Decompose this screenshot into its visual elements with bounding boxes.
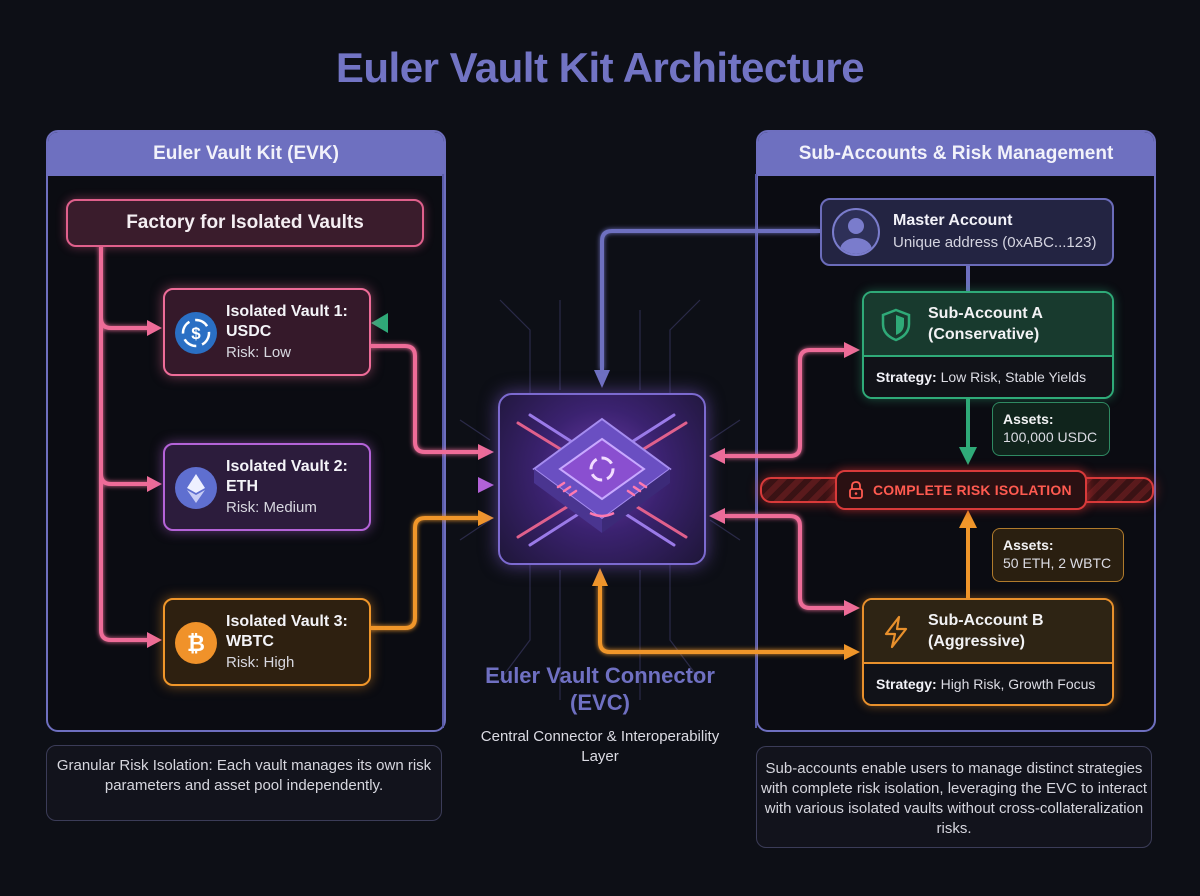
lock-icon	[847, 481, 865, 499]
sub-accounts-note: Sub-accounts enable users to manage dist…	[756, 746, 1152, 848]
master-account-address: Unique address (0xABC...123)	[893, 234, 1097, 251]
evc-subtitle: Central Connector & Interoperability Lay…	[480, 728, 720, 765]
svg-text:$: $	[191, 324, 201, 343]
vault2-arrowhead	[478, 477, 494, 493]
evc-sub-a-arrow-left	[709, 448, 725, 464]
vault-1-risk: Risk: Low	[226, 344, 292, 361]
svg-text:₿: ₿	[187, 631, 205, 656]
connector-chip-icon	[516, 413, 688, 547]
sub-account-a-assets: Assets: 100,000 USDC	[992, 402, 1110, 456]
bitcoin-icon: ₿	[175, 622, 217, 664]
page-title: Euler Vault Kit Architecture	[335, 44, 865, 91]
vault-3-asset: WBTC	[226, 633, 274, 650]
sub-account-b-assets: Assets: 50 ETH, 2 WBTC	[992, 528, 1124, 582]
sub-account-a-type: (Conservative)	[928, 326, 1040, 343]
vault-1-asset: USDC	[226, 323, 272, 340]
assets-b-label: Assets:	[1003, 537, 1054, 553]
sub-account-a[interactable]: Sub-Account A (Conservative) Strategy: Lo…	[862, 291, 1114, 399]
vault-3-risk: Risk: High	[226, 654, 295, 671]
sub-account-b[interactable]: Sub-Account B (Aggressive) Strategy: High…	[862, 598, 1114, 706]
vault-2-risk: Risk: Medium	[226, 499, 317, 516]
evc-chip-box[interactable]	[498, 393, 706, 565]
lightning-bolt-icon	[878, 614, 914, 650]
factory-box: Factory for Isolated Vaults	[66, 199, 424, 247]
sub-accounts-panel-header: Sub-Accounts & Risk Management	[758, 132, 1154, 176]
vault1-arrowhead	[478, 444, 494, 460]
sub-account-a-strategy: Low Risk, Stable Yields	[940, 369, 1087, 385]
sub-account-b-strategy-label: Strategy:	[876, 676, 937, 692]
isolated-vault-3[interactable]: ₿ Isolated Vault 3: WBTC Risk: High	[163, 598, 371, 686]
evk-panel-header: Euler Vault Kit (EVK)	[48, 132, 444, 176]
vault-2-asset: ETH	[226, 478, 258, 495]
sub-account-b-strategy: High Risk, Growth Focus	[940, 676, 1096, 692]
assets-a-label: Assets:	[1003, 411, 1054, 427]
sub-account-a-strategy-label: Strategy:	[876, 369, 937, 385]
assets-a-value: 100,000 USDC	[1003, 429, 1098, 445]
assets-b-value: 50 ETH, 2 WBTC	[1003, 555, 1112, 571]
evc-sub-b-arrow-left	[709, 508, 725, 524]
shield-icon	[878, 307, 914, 343]
sub-account-b-type: (Aggressive)	[928, 633, 1025, 650]
sub-account-a-name: Sub-Account A	[928, 305, 1043, 322]
sub-account-b-name: Sub-Account B	[928, 612, 1044, 629]
evc-title: Euler Vault Connector (EVC)	[485, 663, 715, 715]
vault3-arrowhead	[478, 510, 494, 526]
isolated-vault-1[interactable]: $ Isolated Vault 1: USDC Risk: Low	[163, 288, 371, 376]
master-account-box[interactable]: Master Account Unique address (0xABC...1…	[820, 198, 1114, 266]
isolated-vault-2[interactable]: Isolated Vault 2: ETH Risk: Medium	[163, 443, 371, 531]
vault-2-title: Isolated Vault 2:	[226, 458, 348, 475]
risk-isolation-label: COMPLETE RISK ISOLATION	[873, 482, 1072, 498]
usdc-coin-icon: $	[175, 312, 217, 354]
evk-note: Granular Risk Isolation: Each vault mana…	[46, 745, 442, 821]
user-avatar-icon	[832, 208, 880, 256]
risk-isolation-badge: COMPLETE RISK ISOLATION	[835, 470, 1087, 510]
master-arrowhead	[594, 370, 610, 388]
evc-bottom-arrow-up	[592, 568, 608, 586]
vault-3-title: Isolated Vault 3:	[226, 613, 348, 630]
vault-1-title: Isolated Vault 1:	[226, 303, 348, 320]
master-account-name: Master Account	[893, 212, 1013, 229]
ethereum-icon	[175, 467, 217, 509]
